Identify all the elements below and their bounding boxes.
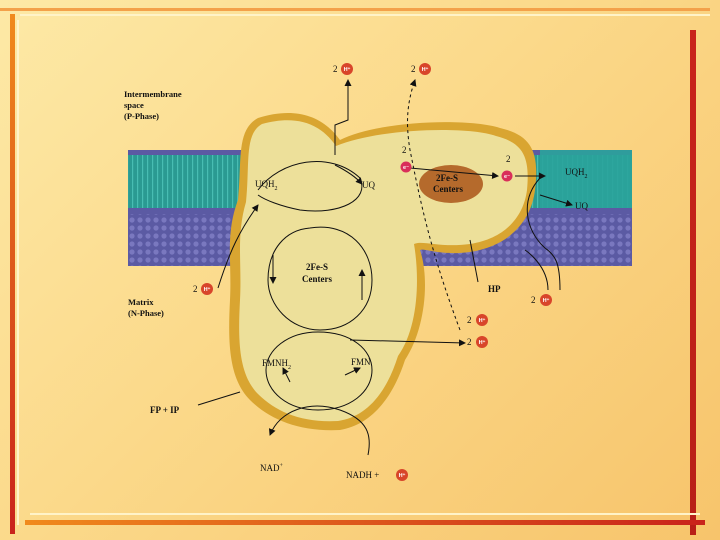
fe-s-mid-label-line1: 2Fe-S [306, 262, 328, 272]
fmn-arrow-up [282, 367, 291, 383]
uq-arrow-left [334, 164, 363, 185]
fe-s-cycle-circle [267, 226, 373, 331]
proton-mid-1-icon [476, 314, 488, 326]
proton-top-left-icon [341, 63, 353, 75]
frame-top-light-line [20, 14, 710, 16]
matrix-label-line2: (N-Phase) [128, 308, 164, 318]
electron-1-symbol: e⁻ [403, 165, 409, 171]
fe-s-centers-top-blob [419, 165, 483, 203]
proton-matrix-left-icon [201, 283, 213, 295]
particle-badges: H⁺ H⁺ H⁺ H⁺ H⁺ H⁺ H⁺ e⁻ e⁻ [201, 63, 552, 481]
electron-arrow-right [409, 167, 499, 179]
fmn-cycle-circle [265, 331, 373, 411]
frame-right-red-line [690, 30, 696, 535]
electron-1-icon [400, 161, 412, 173]
mid-2h-2-count: 2 [467, 337, 472, 347]
intermembrane-label-line3: (P-Phase) [124, 111, 159, 121]
proton-right-lower-icon [540, 294, 552, 306]
frame-bottom-light-line [30, 513, 700, 515]
fmn-label: FMN [351, 357, 371, 367]
proton-top-left-symbol: H⁺ [344, 66, 351, 73]
complex-fill [239, 120, 528, 422]
fmnh2-label: FMNH2 [262, 358, 291, 371]
proton-top-right-symbol: H⁺ [422, 66, 429, 73]
uq-right-label: UQ [575, 201, 588, 211]
fe-s-top-label-line1: 2Fe-S [436, 173, 458, 183]
nadh-in-arrow [268, 405, 370, 456]
intermembrane-label-line2: space [124, 100, 144, 110]
hp-pointer [469, 239, 479, 283]
fp-ip-label: FP + IP [150, 405, 180, 415]
electron-flow-arrows [197, 79, 573, 456]
membrane-right-teal-highlight [540, 150, 632, 208]
uqh2-left-label: UQH2 [255, 179, 278, 192]
proton-top-right-icon [419, 63, 431, 75]
frame-left-light-line [17, 20, 19, 525]
q-cycle-loop-left [257, 160, 363, 212]
nad-label: NAD+ [260, 463, 284, 473]
proton-mid-1-symbol: H⁺ [479, 317, 486, 324]
proton-nadh-symbol: H⁺ [399, 472, 406, 479]
uq-right-arrow [539, 194, 573, 207]
frame-top-line [0, 8, 710, 11]
intermembrane-label-line1: Intermembrane [124, 89, 182, 99]
fe-s-mid-label-line2: Centers [302, 274, 332, 284]
proton-out-arrow-1 [334, 79, 352, 155]
right-lower-2h-arrow [524, 249, 549, 291]
frame-left-red-line [10, 14, 15, 534]
mid-2h-arrow [349, 339, 466, 347]
uqh2-right-label: UQH2 [565, 167, 588, 180]
fmn-arrow-right [344, 367, 361, 376]
proton-matrix-left-symbol: H⁺ [204, 286, 211, 293]
uq-left-label: UQ [362, 180, 375, 190]
fe-s-top-label-line2: Centers [433, 184, 463, 194]
fp-ip-pointer [197, 391, 241, 406]
matrix-label-line1: Matrix [128, 297, 154, 307]
proton-out-arrow-2 [407, 79, 461, 331]
frame-bottom-line [25, 520, 705, 525]
proton-mid-2-symbol: H⁺ [479, 339, 486, 346]
proton-mid-2-icon [476, 336, 488, 348]
proton-right-lower-symbol: H⁺ [543, 297, 550, 304]
labels: Intermembrane space (P-Phase) Matrix (N-… [124, 64, 588, 480]
uq-right-loop [526, 177, 561, 291]
electron-count-2: 2 [506, 154, 511, 164]
hp-label: HP [488, 284, 501, 294]
top-2h-right-count: 2 [411, 64, 416, 74]
nadh-label: NADH + [346, 470, 379, 480]
right-2h-lower-count: 2 [531, 295, 536, 305]
proton-nadh-icon [396, 469, 408, 481]
electron-2-icon [501, 170, 513, 182]
top-2h-left-count: 2 [333, 64, 338, 74]
complex-i-body [229, 113, 537, 431]
electron-count-1: 2 [402, 145, 407, 155]
mid-2h-1-count: 2 [467, 315, 472, 325]
matrix-2h-left-count: 2 [193, 284, 198, 294]
matrix-2h-arrow [217, 204, 259, 289]
electron-2-symbol: e⁻ [504, 174, 510, 180]
